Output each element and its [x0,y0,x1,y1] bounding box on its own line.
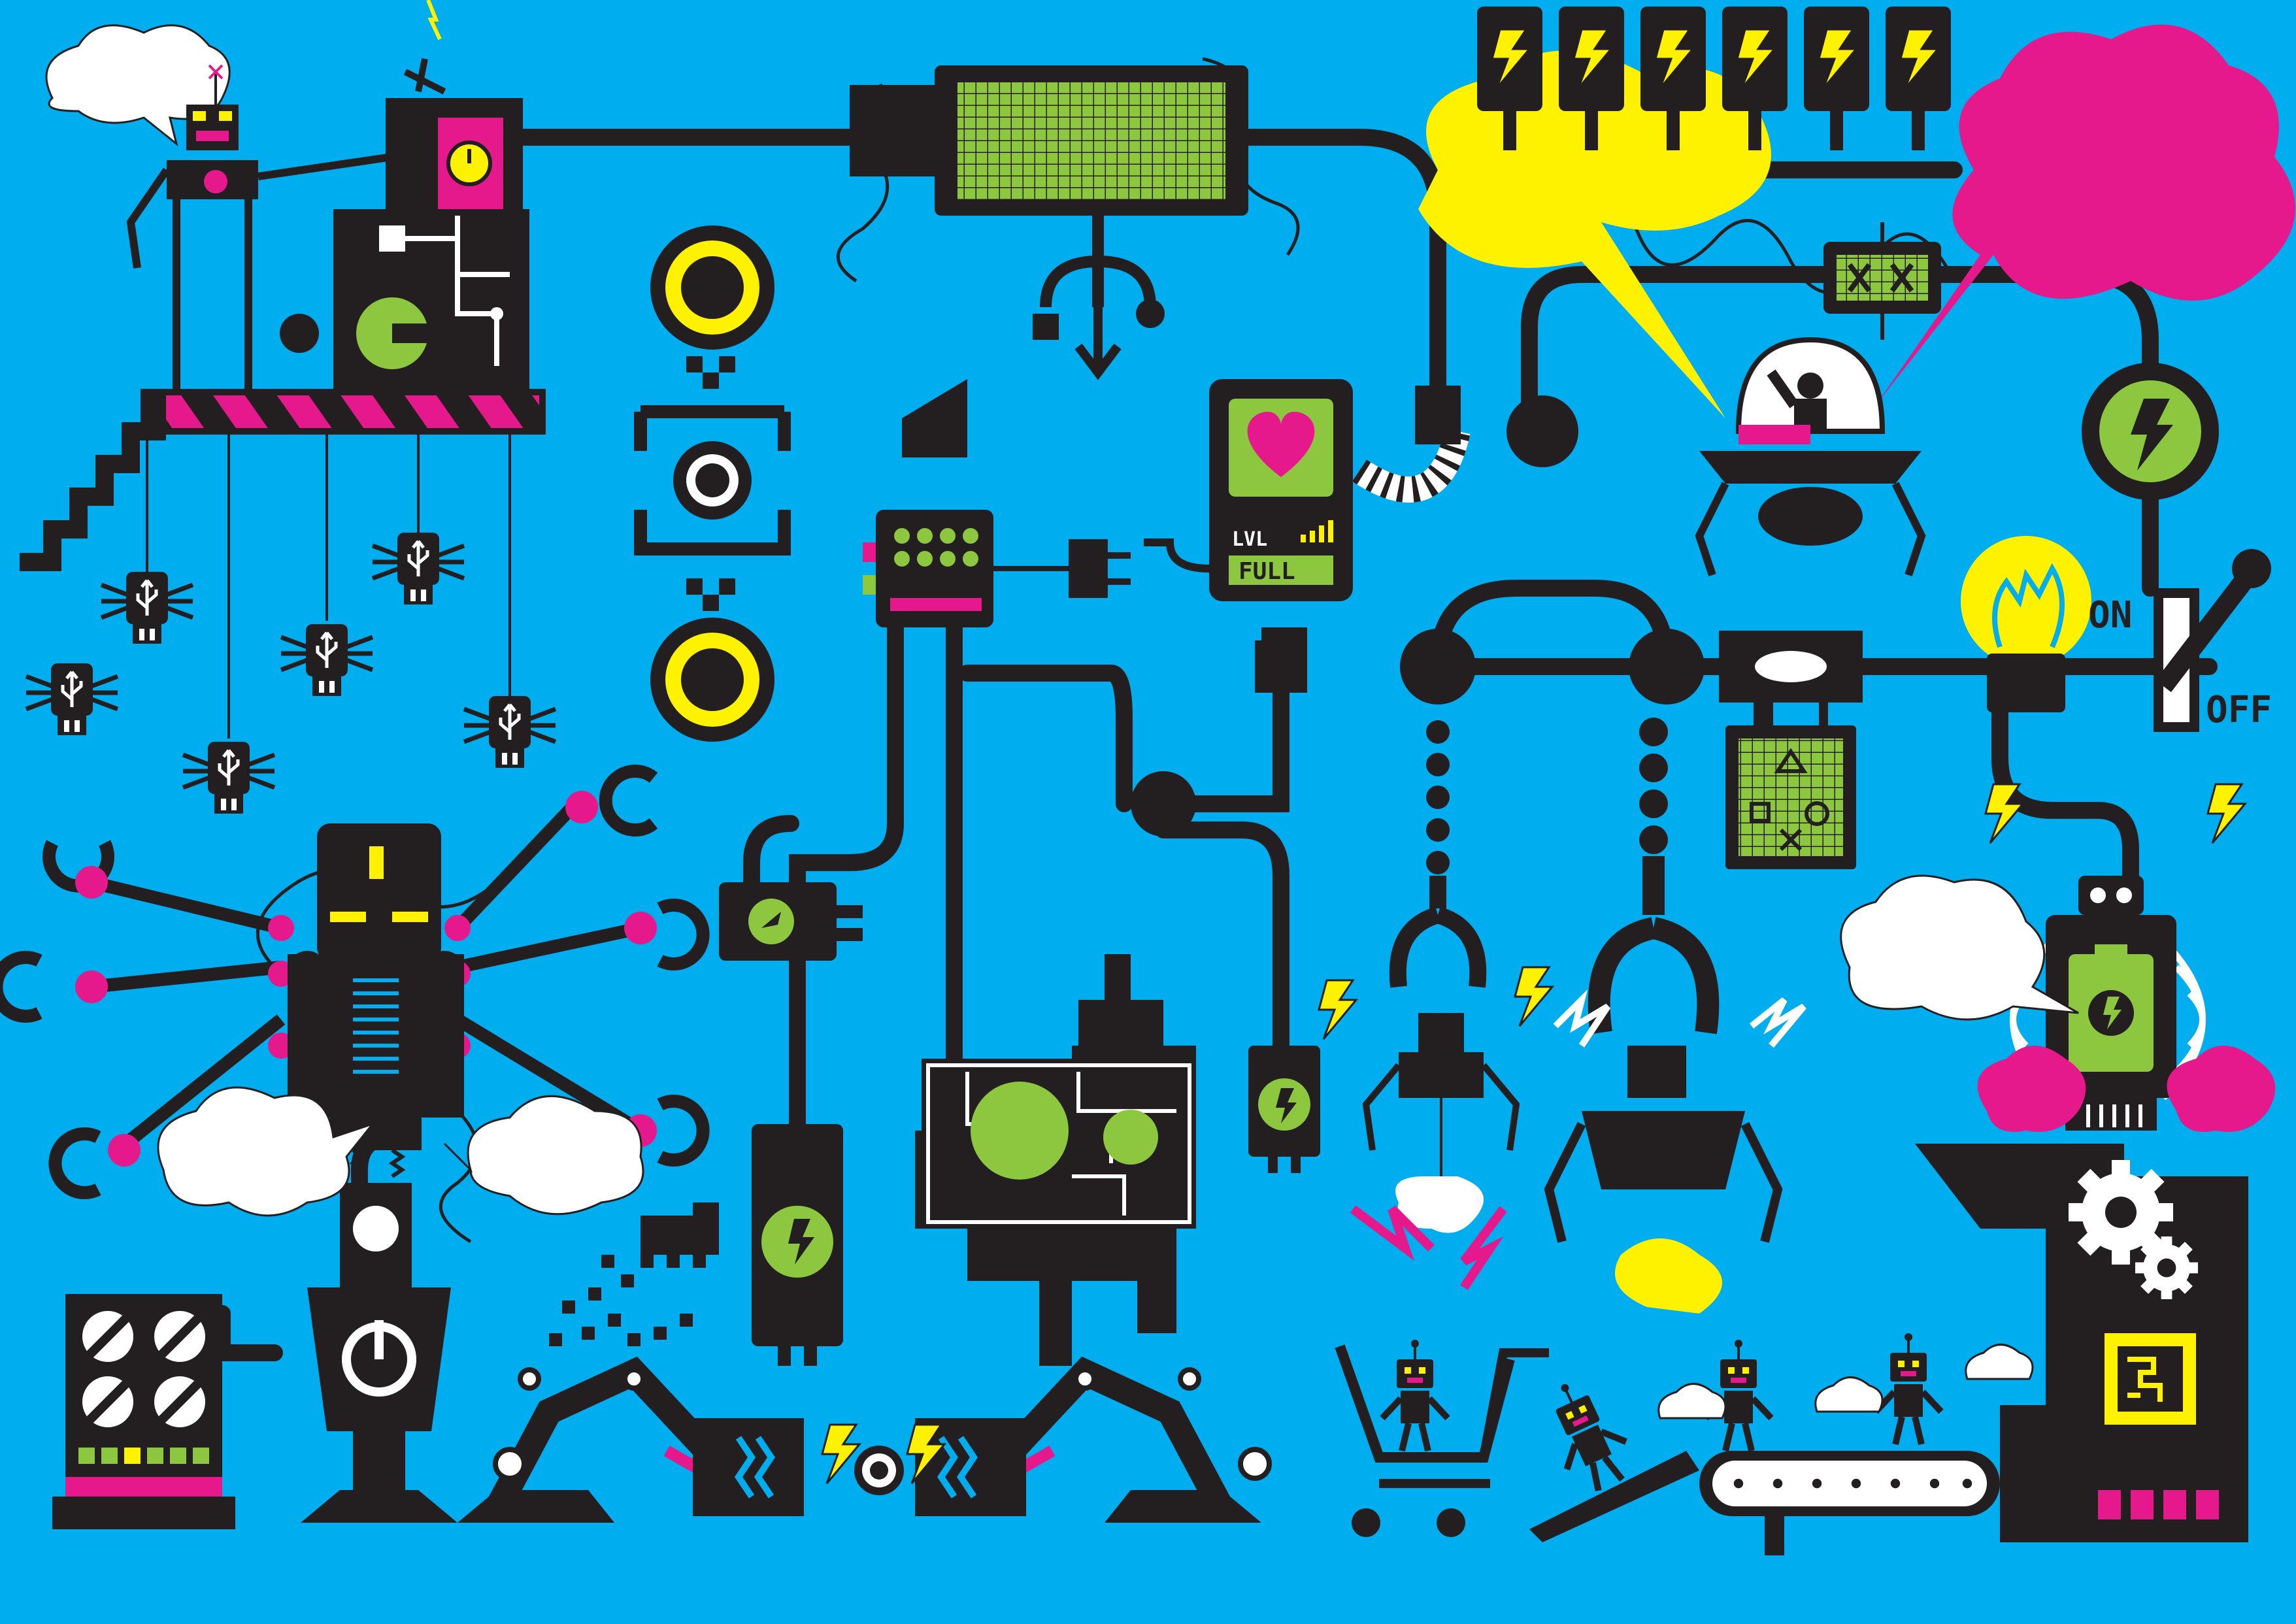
full-label: FULL [1239,558,1295,585]
speech-cloud-topleft [45,24,231,146]
lightning-icon [2131,399,2173,471]
factory-chute [1915,1144,2248,1542]
heart-icon [1247,412,1315,477]
circuit-tower [915,954,1196,1366]
white-speech-cloud-right [1840,874,2079,1021]
factory-robot [1977,876,2276,1132]
shopping-cart [1335,1340,1549,1537]
pixel-ghosts [549,1202,719,1346]
pink-speech-cloud [1876,24,2295,405]
lightbulb [1961,536,2091,712]
power-machine [280,0,529,392]
claw-left [1362,720,1520,1233]
battery-module-right [1248,1046,1320,1173]
hazard-platform [20,389,546,571]
arrow-down-icon [1074,307,1122,380]
plug-module [719,882,863,961]
spark-bolts [1318,783,2246,1290]
lightning-icon [1276,1088,1297,1123]
conveyor-belt [1529,1333,2034,1555]
on-off-switch: ON OFF [2088,549,2272,732]
signal-bars [1301,520,1333,542]
flex-hose [1352,386,1471,503]
switch-on-label: ON [2088,594,2132,637]
lightning-icon [426,0,442,41]
robot-arms-bottom [458,1356,1272,1523]
lightbulb-icon [1961,536,2091,667]
battery-module-left [752,1124,843,1366]
fan-box [52,1294,235,1529]
pipe-nodes [1131,395,1705,837]
antenna-robot [126,64,393,392]
plug-hub [863,379,1131,627]
power-pod [301,1287,458,1523]
power-button-green [2082,363,2219,500]
lightning-icon [788,1219,814,1265]
claw-right [1544,718,1783,1314]
green-grid-display [850,65,1248,380]
white-clouds-left [157,1086,644,1217]
usb-spiders [26,431,556,814]
gear-icon [2135,1236,2198,1299]
battery-row [1477,7,1951,150]
xx-display [1823,222,1941,340]
switch-off-label: OFF [2206,689,2272,731]
level-label: LVL [1232,528,1267,551]
plug-icon [1069,539,1131,598]
ufo [1695,337,1926,576]
octopus-robot [0,765,710,1287]
ring-tower [634,225,791,742]
disc-machine [1719,631,1863,869]
